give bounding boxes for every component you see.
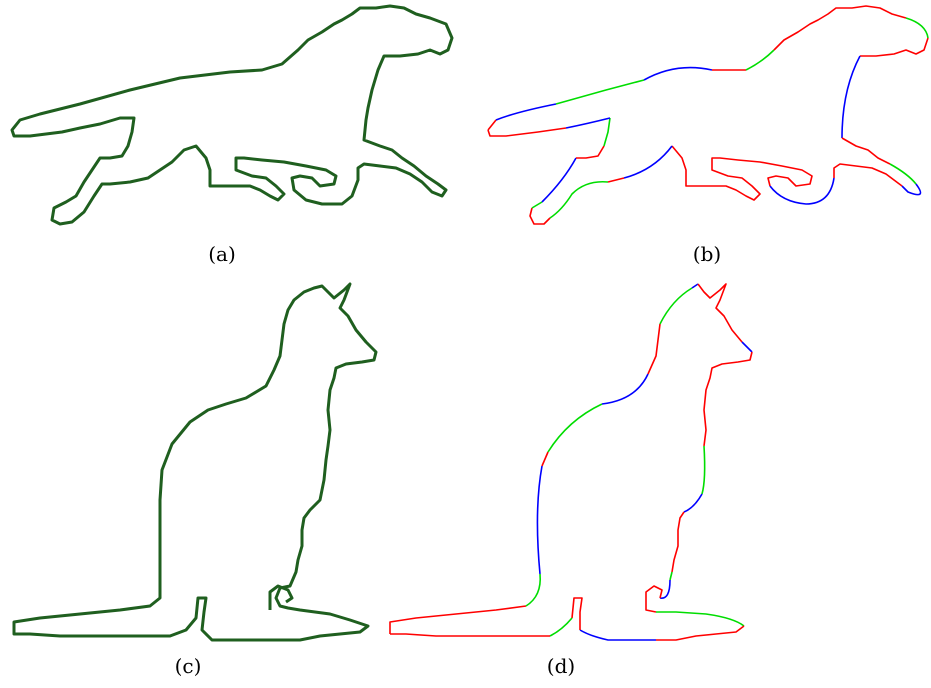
kangaroo-segment-blue	[659, 579, 671, 599]
horse-segment-blue	[495, 103, 557, 121]
panel-b	[487, 5, 929, 225]
horse-segment-blue	[769, 177, 835, 205]
horse-segment-green	[889, 163, 917, 185]
horse-segment-blue	[901, 183, 922, 196]
horse-segment-red	[860, 37, 929, 57]
kangaroo-segment-green	[547, 403, 603, 453]
kangaroo-segment-green	[656, 611, 745, 627]
horse-segment-green	[745, 49, 775, 71]
panel-a	[10, 4, 454, 226]
horse-segment-red	[576, 145, 605, 159]
horse-segment-red	[607, 177, 625, 183]
kangaroo-segment-red	[390, 633, 550, 637]
kangaroo-segment-blue	[691, 283, 699, 289]
kangaroo-segment-red	[645, 585, 663, 613]
kangaroo-segment-red	[671, 511, 685, 573]
kangaroo-segment-red	[703, 351, 753, 447]
kangaroo-segment-blue	[536, 465, 543, 575]
kangaroo-segment-red	[656, 625, 745, 641]
horse-segment-blue	[565, 117, 611, 129]
kangaroo-segment-green	[701, 445, 706, 495]
horse-outline	[10, 4, 454, 226]
horse-segment-green	[549, 180, 609, 219]
kangaroo-segment-green	[525, 573, 542, 607]
caption-d: (d)	[547, 654, 575, 678]
kangaroo-segment-blue	[741, 341, 753, 353]
horse-segment-blue	[541, 157, 577, 203]
horse-segment-red	[487, 127, 567, 137]
horse-segment-blue	[841, 55, 861, 139]
horse-segment-blue	[643, 66, 713, 81]
caption-b: (b)	[693, 242, 721, 266]
kangaroo-inner-curl	[268, 584, 294, 610]
kangaroo-segment-red	[541, 451, 549, 467]
kangaroo-segment-red	[647, 323, 661, 375]
kangaroo-outline	[12, 282, 378, 642]
kangaroo-segment-red	[389, 605, 527, 634]
kangaroo-segment-green	[659, 287, 693, 325]
horse-segment-red	[841, 137, 891, 165]
panel-c	[12, 282, 378, 642]
caption-a: (a)	[208, 242, 236, 266]
kangaroo-segment-blue	[601, 373, 649, 405]
horse-segment-green	[555, 79, 645, 105]
horse-segment-red	[529, 207, 551, 225]
horse-segment-red	[671, 145, 813, 201]
horse-segment-blue	[623, 145, 673, 179]
kangaroo-segment-green	[669, 571, 673, 581]
horse-segment-red	[487, 119, 497, 131]
horse-segment-red	[773, 5, 907, 51]
kangaroo-segment-blue	[683, 493, 703, 513]
horse-segment-green	[905, 17, 929, 39]
panel-d	[389, 283, 753, 641]
kangaroo-segment-blue	[579, 629, 656, 641]
horse-segment-green	[603, 117, 611, 147]
horse-segment-green	[531, 201, 543, 209]
kangaroo-segment-red	[571, 597, 583, 630]
caption-c: (c)	[175, 654, 202, 678]
kangaroo-segment-red	[697, 283, 743, 343]
kangaroo-segment-green	[549, 617, 573, 637]
horse-segment-red	[833, 163, 903, 187]
